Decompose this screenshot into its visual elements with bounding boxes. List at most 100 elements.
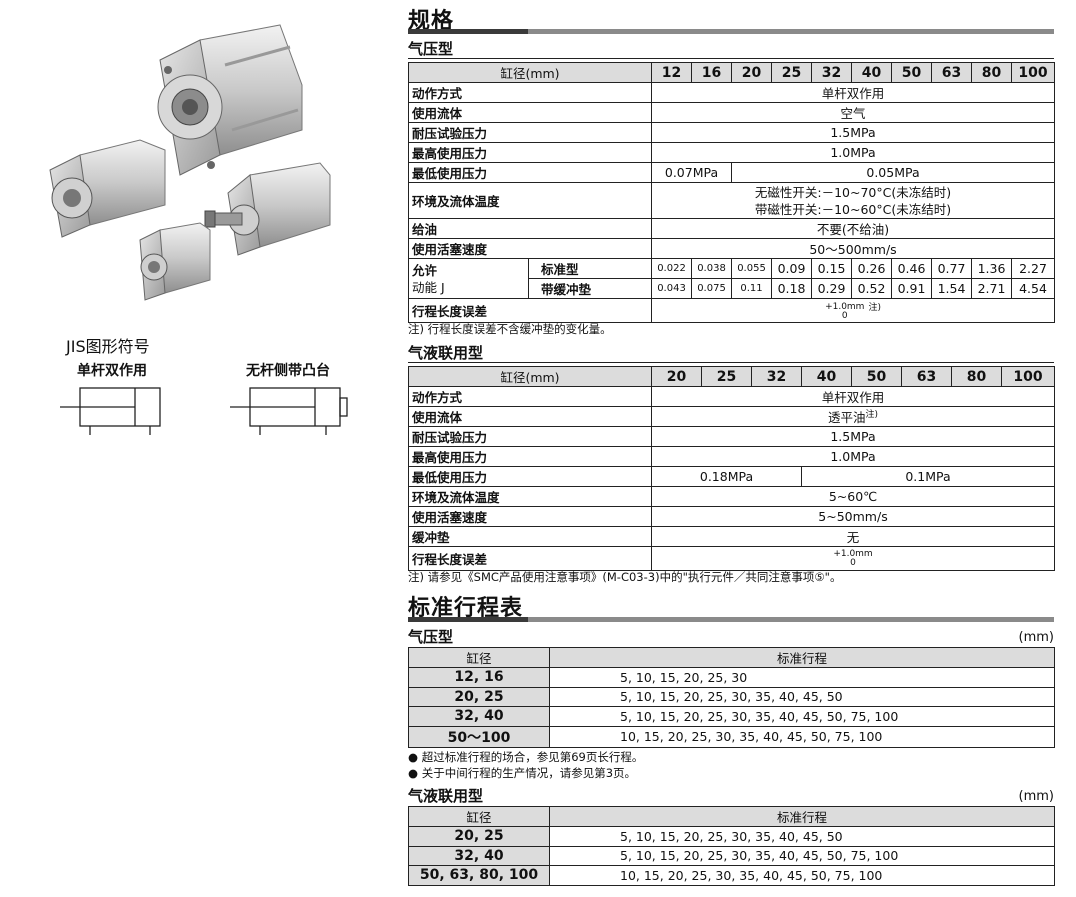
bore-cell: 25 bbox=[771, 62, 813, 83]
table-row: 最高使用压力 1.0MPa bbox=[407, 446, 1056, 468]
row-label: 耐压试验压力 bbox=[407, 426, 653, 448]
row-label: 最低使用压力 bbox=[407, 466, 653, 488]
bore-cell: 20, 25 bbox=[408, 826, 550, 847]
tolerance-note-mark: 注) bbox=[868, 303, 881, 314]
row-value: 1.5MPa bbox=[651, 426, 1056, 448]
table-row: 使用流体 空气 bbox=[407, 102, 1056, 123]
fluid-note-mark: 注) bbox=[865, 410, 879, 420]
bore-header: 缸径(mm) bbox=[407, 62, 653, 83]
row-label: 最高使用压力 bbox=[407, 446, 653, 468]
tolerance-lower: 0 bbox=[850, 557, 856, 568]
row-value: 1.5MPa bbox=[651, 122, 1056, 143]
table-row: 环境及流体温度 5~60℃ bbox=[407, 486, 1056, 508]
row-value: 单杆双作用 bbox=[651, 386, 1056, 407]
boss-symbol-icon bbox=[230, 387, 348, 435]
row-value: 空气 bbox=[651, 102, 1056, 123]
table-row: 耐压试验压力 1.5MPa bbox=[407, 122, 1056, 143]
bore-cell: 25 bbox=[701, 366, 753, 387]
bore-cell: 12, 16 bbox=[408, 667, 550, 688]
bore-cell: 80 bbox=[951, 366, 1003, 387]
hydro-stroke-title: 气液联用型 bbox=[408, 787, 484, 805]
table-row: 缓冲垫 无 bbox=[407, 526, 1056, 548]
bore-cell: 40 bbox=[851, 62, 893, 83]
hydro-stroke-unit: (mm) bbox=[1018, 789, 1054, 804]
pneumatic-spec-note: 注) 行程长度误差不含缓冲垫的变化量。 bbox=[408, 322, 612, 336]
bore-cell: 63 bbox=[901, 366, 953, 387]
stroke-heading-rule bbox=[408, 617, 1054, 622]
tolerance-value: +1.0mm 0 bbox=[825, 301, 865, 321]
tolerance-lower: 0 bbox=[841, 310, 848, 321]
hydro-spec-table: 缸径(mm) 20 25 32 40 50 63 80 100 动作方式 单杆双… bbox=[407, 366, 1056, 572]
energy-value: 0.52 bbox=[851, 278, 893, 299]
energy-value: 2.27 bbox=[1011, 258, 1056, 279]
temp-line-with-switch: 带磁性开关:－10~60°C(未冻结时) bbox=[754, 201, 952, 217]
row-value: 0.05MPa bbox=[731, 162, 1056, 183]
table-row: 动作方式 单杆双作用 bbox=[407, 82, 1056, 103]
table-row: 32, 40 5, 10, 15, 20, 25, 30, 35, 40, 45… bbox=[408, 706, 1055, 727]
pneumatic-spec-rule bbox=[408, 58, 1054, 59]
bore-cell: 20, 25 bbox=[408, 686, 550, 708]
bore-cell: 32 bbox=[751, 366, 803, 387]
spec-heading-rule bbox=[408, 29, 1054, 34]
large-cylinder bbox=[157, 24, 303, 176]
energy-value: 0.91 bbox=[891, 278, 933, 299]
left-column: JIS图形符号 单杆双作用 无杆侧带凸台 bbox=[0, 0, 400, 897]
row-value: 0.1MPa bbox=[801, 466, 1056, 488]
energy-value: 1.54 bbox=[931, 278, 973, 299]
stroke-cell: 10, 15, 20, 25, 30, 35, 40, 45, 50, 75, … bbox=[549, 865, 1055, 886]
table-row: 50～100 10, 15, 20, 25, 30, 35, 40, 45, 5… bbox=[408, 725, 1055, 748]
bore-header: 缸径(mm) bbox=[407, 366, 653, 387]
bore-cell: 20 bbox=[731, 62, 773, 83]
row-label: 最高使用压力 bbox=[407, 142, 653, 163]
row-label: 使用流体 bbox=[407, 405, 653, 428]
stroke-cell: 5, 10, 15, 20, 25, 30, 35, 40, 45, 50 bbox=[549, 686, 1055, 708]
row-label: 环境及流体温度 bbox=[407, 182, 653, 219]
pneumatic-spec-table: 缸径(mm) 12 16 20 25 32 40 50 63 80 100 动作… bbox=[407, 62, 1056, 323]
row-label: 耐压试验压力 bbox=[407, 122, 653, 143]
fluid-value: 透平油 bbox=[828, 410, 866, 426]
bore-cell: 20 bbox=[651, 366, 703, 387]
table-row: 行程长度误差 +1.0mm 0 bbox=[407, 546, 1056, 572]
single-rod-symbol-icon bbox=[60, 387, 161, 435]
row-label: 使用活塞速度 bbox=[407, 238, 653, 259]
energy-value: 0.46 bbox=[891, 258, 933, 279]
table-row: 行程长度误差 +1.0mm 0 注) bbox=[407, 298, 1056, 323]
energy-value: 0.055 bbox=[731, 258, 773, 279]
stroke-column-header: 标准行程 bbox=[549, 806, 1055, 827]
row-value: 无 bbox=[651, 526, 1056, 548]
row-value: 无磁性开关:－10~70°C(未冻结时) 带磁性开关:－10~60°C(未冻结时… bbox=[651, 182, 1056, 219]
energy-value: 0.075 bbox=[691, 278, 733, 299]
energy-value: 0.09 bbox=[771, 258, 813, 279]
row-value: +1.0mm 0 bbox=[651, 546, 1056, 572]
stroke-column-header: 标准行程 bbox=[549, 647, 1055, 668]
energy-value: 4.54 bbox=[1011, 278, 1056, 299]
table-row: 20, 25 5, 10, 15, 20, 25, 30, 35, 40, 45… bbox=[408, 686, 1055, 708]
energy-label-line2: 动能 J bbox=[412, 279, 445, 295]
row-label: 环境及流体温度 bbox=[407, 486, 653, 508]
row-label: 动作方式 bbox=[407, 386, 653, 407]
hydro-spec-title: 气液联用型 bbox=[408, 344, 484, 362]
bore-cell: 50 bbox=[851, 366, 903, 387]
energy-value: 2.71 bbox=[971, 278, 1013, 299]
table-row: 给油 不要(不给油) bbox=[407, 218, 1056, 239]
energy-label-line1: 允许 bbox=[412, 262, 438, 278]
bore-cell: 12 bbox=[651, 62, 693, 83]
stroke-note: ● 超过标准行程的场合，参见第69页长行程。 bbox=[408, 750, 644, 764]
energy-value: 0.26 bbox=[851, 258, 893, 279]
bore-cell: 100 bbox=[1001, 366, 1056, 387]
tolerance-upper: +1.0mm bbox=[825, 301, 865, 312]
row-label: 给油 bbox=[407, 218, 653, 239]
bore-cell: 63 bbox=[931, 62, 973, 83]
row-value: 50～500mm/s bbox=[651, 238, 1056, 259]
pneumatic-stroke-unit: (mm) bbox=[1018, 630, 1054, 645]
energy-value: 0.022 bbox=[651, 258, 693, 279]
symbol-label-single-rod: 单杆双作用 bbox=[77, 363, 147, 379]
row-label: 使用流体 bbox=[407, 102, 653, 123]
table-row: 最低使用压力 0.07MPa 0.05MPa bbox=[407, 162, 1056, 183]
small-cylinder bbox=[139, 222, 211, 301]
rod-cylinder bbox=[204, 162, 331, 256]
row-value: 0.07MPa bbox=[651, 162, 733, 183]
row-label: 行程长度误差 bbox=[407, 298, 653, 323]
table-row: 环境及流体温度 无磁性开关:－10~70°C(未冻结时) 带磁性开关:－10~6… bbox=[407, 182, 1056, 219]
bore-cell: 16 bbox=[691, 62, 733, 83]
